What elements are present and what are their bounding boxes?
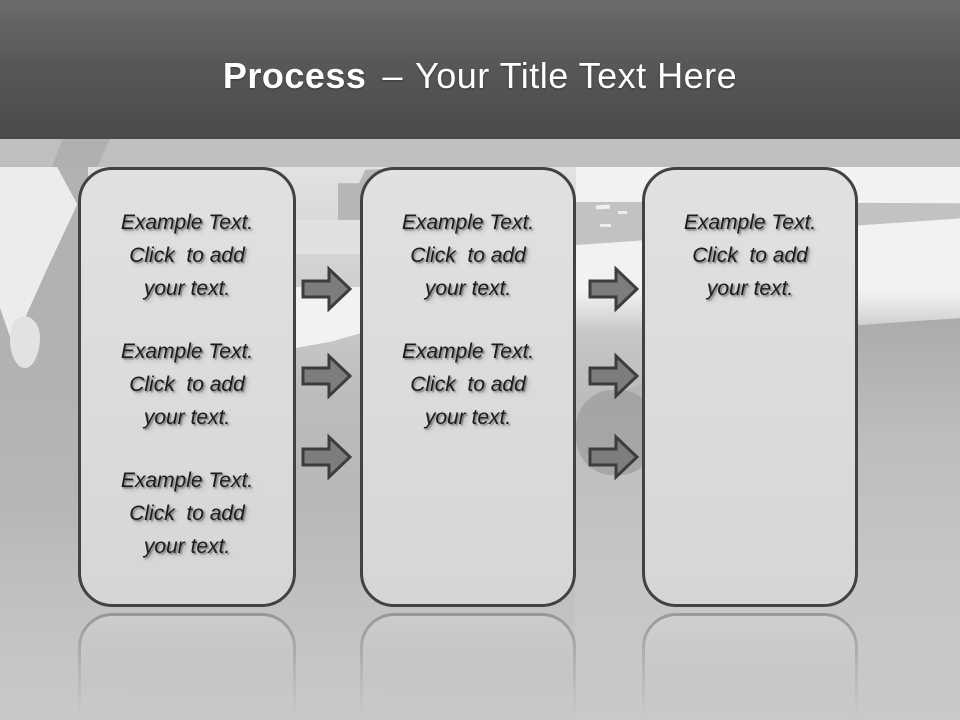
title-separator: –: [382, 54, 403, 96]
process-box-3[interactable]: Example Text. Click to add your text.: [642, 167, 858, 607]
bg-road-mark: [595, 204, 611, 210]
text-placeholder[interactable]: Example Text. Click to add your text.: [401, 211, 535, 300]
box-reflection: [642, 613, 858, 720]
process-box-1[interactable]: Example Text. Click to add your text. Ex…: [78, 167, 296, 607]
text-placeholder[interactable]: Example Text. Click to add your text.: [120, 340, 254, 429]
text-placeholder[interactable]: Example Text. Click to add your text.: [401, 340, 535, 429]
text-placeholder[interactable]: Example Text. Click to add your text.: [683, 211, 817, 300]
box-reflection: [360, 613, 576, 720]
bg-subheader-band: [0, 139, 960, 167]
slide-title[interactable]: Process–Your Title Text Here: [223, 55, 737, 97]
arrow-right-icon: [588, 433, 640, 481]
bg-highlight-blob: [10, 316, 40, 368]
arrow-right-icon: [301, 352, 353, 400]
arrow-right-icon: [301, 433, 353, 481]
arrow-right-icon: [588, 352, 640, 400]
text-placeholder[interactable]: Example Text. Click to add your text.: [120, 211, 254, 300]
bg-road-mark: [618, 211, 627, 214]
title-text: Your Title Text Here: [414, 54, 738, 96]
bg-road-mark: [600, 224, 611, 227]
process-box-2[interactable]: Example Text. Click to add your text. Ex…: [360, 167, 576, 607]
title-bar: Process–Your Title Text Here: [0, 0, 960, 139]
text-placeholder[interactable]: Example Text. Click to add your text.: [120, 469, 254, 558]
title-keyword: Process: [222, 54, 367, 96]
bg-light-patch: [290, 220, 366, 254]
box-reflection: [78, 613, 296, 720]
arrow-right-icon: [588, 265, 640, 313]
arrow-right-icon: [301, 265, 353, 313]
